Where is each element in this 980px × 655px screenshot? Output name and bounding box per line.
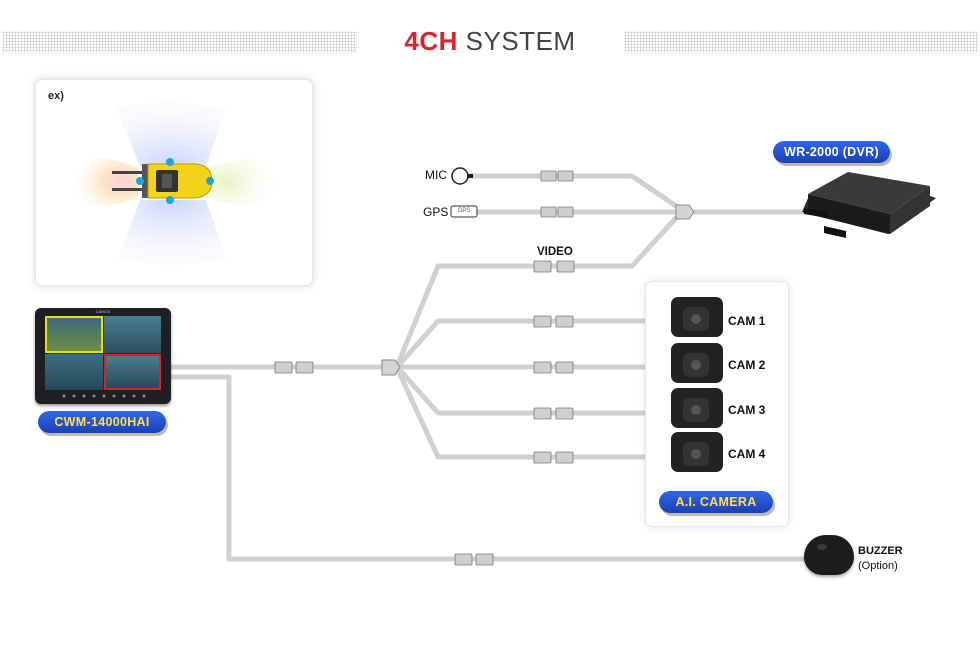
video-connector-a bbox=[533, 260, 552, 273]
camera-3 bbox=[671, 388, 723, 428]
monitor-model-pill: CWM-14000HAI bbox=[38, 411, 166, 433]
camera-1 bbox=[671, 297, 723, 337]
gps-connector-a bbox=[540, 206, 557, 218]
camera-3-lens-center bbox=[691, 405, 701, 415]
cam2-connector-b bbox=[555, 361, 574, 374]
mic-label: MIC bbox=[425, 168, 447, 182]
mic-connector-b bbox=[557, 170, 574, 182]
gps-connector-b bbox=[557, 206, 574, 218]
mic-icon bbox=[451, 167, 473, 185]
camera-3-body bbox=[671, 388, 723, 428]
right-camera-zone bbox=[208, 158, 276, 206]
ai-camera-pill: A.I. CAMERA bbox=[659, 491, 773, 513]
dvr-splitter bbox=[675, 204, 695, 220]
cam4-wire bbox=[395, 367, 675, 460]
camera-4-label: CAM 4 bbox=[728, 447, 766, 461]
video-connector-b bbox=[556, 260, 575, 273]
monitor-screen bbox=[45, 316, 161, 390]
main-splitter bbox=[381, 359, 401, 376]
rear-camera-dot bbox=[166, 196, 174, 204]
mic-connector-a bbox=[540, 170, 557, 182]
video-label: VIDEO bbox=[537, 246, 573, 258]
left-camera-dot bbox=[136, 177, 144, 185]
gps-antenna-icon bbox=[450, 205, 478, 218]
buzzer-wire bbox=[167, 374, 811, 562]
buzzer-hole bbox=[817, 544, 827, 550]
camera-2 bbox=[671, 343, 723, 383]
camera-4-body bbox=[671, 432, 723, 472]
monitor: CAMOS bbox=[35, 308, 171, 404]
camera-1-label: CAM 1 bbox=[728, 314, 766, 328]
example-panel: ex) bbox=[36, 80, 312, 285]
camera-4 bbox=[671, 432, 723, 472]
rear-camera-zone bbox=[118, 200, 226, 265]
cam1-connector-b bbox=[555, 315, 574, 328]
left-camera-zone bbox=[72, 157, 138, 207]
monitor-brand: CAMOS bbox=[95, 309, 111, 314]
camera-2-label: CAM 2 bbox=[728, 358, 766, 372]
video-wire bbox=[395, 215, 679, 367]
buzzer-label: BUZZER bbox=[858, 545, 903, 557]
gps-antenna-tag: GPS bbox=[457, 208, 471, 214]
camera-3-label: CAM 3 bbox=[728, 403, 766, 417]
camera-2-body bbox=[671, 343, 723, 383]
page-title: 4CH SYSTEM bbox=[404, 26, 576, 56]
cam1-connector-a bbox=[533, 315, 552, 328]
monitor-connector-a bbox=[274, 361, 293, 374]
forklift-icon bbox=[112, 163, 213, 199]
coverage-illustration bbox=[72, 102, 276, 265]
buzzer-connector-b bbox=[475, 553, 494, 566]
screen-quad-2 bbox=[103, 316, 161, 353]
cam3-connector-b bbox=[555, 407, 574, 420]
buzzer-connector-a bbox=[454, 553, 473, 566]
dvr-model-pill: WR-2000 (DVR) bbox=[773, 141, 890, 163]
screen-quad-3 bbox=[45, 353, 103, 390]
cam4-connector-a bbox=[533, 451, 552, 464]
camera-2-lens-center bbox=[691, 360, 701, 370]
cam2-connector-a bbox=[533, 361, 552, 374]
buzzer-note: (Option) bbox=[858, 560, 898, 572]
camera-1-lens-center bbox=[691, 314, 701, 324]
front-camera-zone bbox=[116, 102, 226, 166]
monitor-connector-b bbox=[295, 361, 314, 374]
title-dots-left bbox=[2, 31, 357, 53]
screen-quad-4 bbox=[103, 353, 161, 390]
title-dots-right bbox=[624, 31, 978, 53]
monitor-buttons bbox=[59, 394, 149, 398]
cam4-connector-b bbox=[555, 451, 574, 464]
cam3-connector-a bbox=[533, 407, 552, 420]
camera-1-body bbox=[671, 297, 723, 337]
gps-label: GPS bbox=[423, 205, 449, 219]
buzzer-device bbox=[804, 535, 854, 575]
mic-wire bbox=[467, 173, 679, 209]
example-label: ex) bbox=[48, 90, 64, 102]
screen-quad-1 bbox=[45, 316, 103, 353]
camera-4-lens-center bbox=[691, 449, 701, 459]
dvr-unit bbox=[802, 172, 936, 238]
right-camera-dot bbox=[206, 177, 214, 185]
cam1-wire bbox=[395, 318, 675, 369]
cam3-wire bbox=[395, 365, 675, 416]
front-camera-dot bbox=[166, 158, 174, 166]
